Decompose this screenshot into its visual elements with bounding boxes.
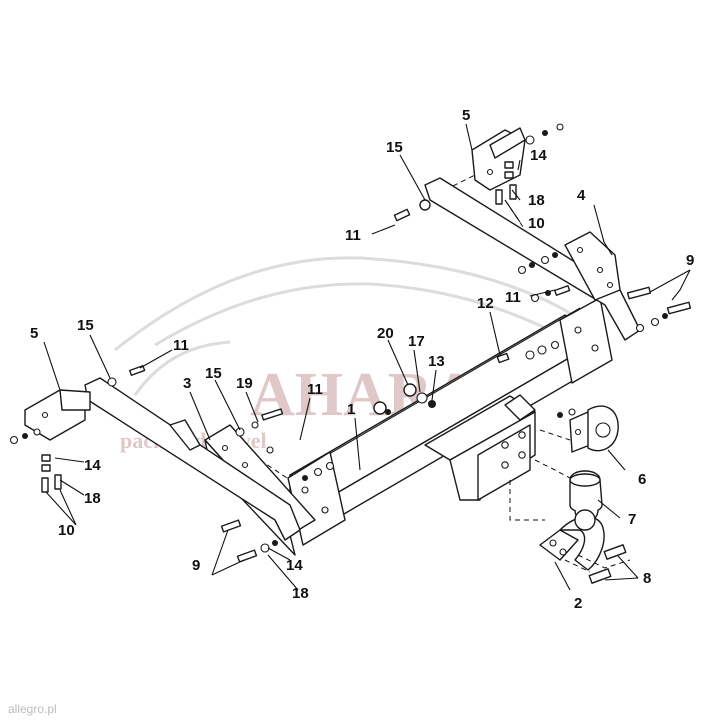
callout-10-left: 10 [58,522,75,539]
callout-14-bottom: 14 [286,557,303,574]
part-7-ball-cap [569,470,603,531]
callout-15-left: 15 [77,317,94,334]
callout-9-left: 9 [192,557,200,574]
part-4-right-side-arm [424,177,641,341]
callout-11-right: 11 [505,289,521,306]
callout-18-bottom: 18 [292,585,309,602]
part-left-side-arm [84,377,301,541]
callout-11-top: 11 [345,227,361,244]
callout-4: 4 [577,187,586,204]
callout-20: 20 [377,325,394,342]
callout-10-top: 10 [528,215,545,232]
callout-8: 8 [643,570,651,587]
part-5-left-bracket [24,389,91,441]
part-6-socket-plate [569,405,619,453]
callout-17: 17 [408,333,425,350]
callout-18-top: 18 [528,192,545,209]
part-1-crossbar [287,297,613,546]
callout-6: 6 [638,471,646,488]
callout-labels: 1 2 3 4 5 5 6 7 8 9 9 10 10 11 11 11 11 … [30,107,694,612]
callout-13: 13 [428,353,445,370]
callout-14-left: 14 [84,457,101,474]
callout-3: 3 [183,375,191,392]
callout-7: 7 [628,511,636,528]
callout-11-center: 11 [307,381,323,398]
callout-15-top: 15 [386,139,403,156]
callout-5-top: 5 [462,107,470,124]
callout-19: 19 [236,375,253,392]
fasteners [9,123,692,584]
part-2-tow-ball-neck [539,516,605,571]
callout-14-top: 14 [530,147,547,164]
callout-5-left: 5 [30,325,38,342]
callout-12: 12 [477,295,494,312]
part-5-upper-bracket [471,127,526,191]
callout-2: 2 [574,595,582,612]
leader-lines [43,123,691,591]
callout-18-left: 18 [84,490,101,507]
callout-11-left: 11 [173,337,189,354]
callout-9-right: 9 [686,252,694,269]
footer-site-mark: allegro.pl [8,702,57,716]
callout-15-center: 15 [205,365,222,382]
callout-1: 1 [347,401,355,418]
